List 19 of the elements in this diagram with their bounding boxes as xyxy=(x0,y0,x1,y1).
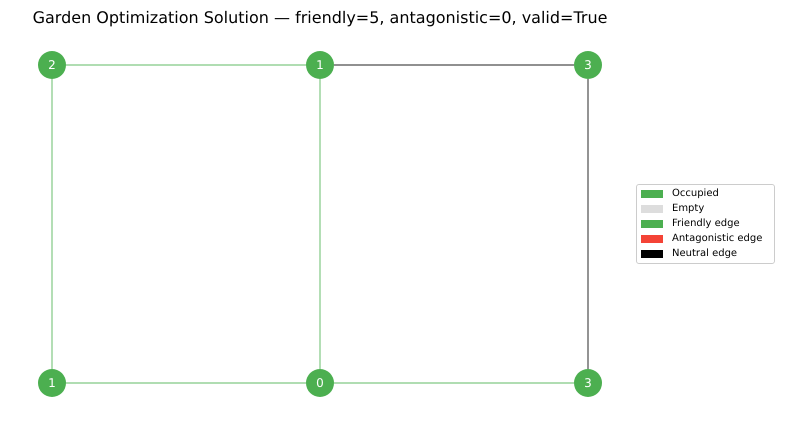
plant-node: 0 xyxy=(306,369,334,397)
plant-node: 1 xyxy=(306,51,334,79)
legend-label: Friendly edge xyxy=(672,217,740,231)
graph-edge xyxy=(319,79,321,369)
graph-edge xyxy=(66,382,306,384)
plant-node: 3 xyxy=(574,51,602,79)
graph-edge xyxy=(334,64,574,66)
chart-title: Garden Optimization Solution — friendly=5, antagonistic=0, valid=True xyxy=(32,7,608,29)
legend-label: Empty xyxy=(672,202,704,216)
plant-node: 1 xyxy=(38,369,66,397)
graph-edge xyxy=(51,79,53,369)
legend-label: Neutral edge xyxy=(672,247,738,261)
graph-edge xyxy=(587,79,589,369)
graph-edge xyxy=(66,64,306,66)
plant-node: 2 xyxy=(38,51,66,79)
legend-label: Occupied xyxy=(672,187,719,201)
graph-edge xyxy=(334,382,574,384)
legend-label: Antagonistic edge xyxy=(672,232,762,246)
plant-node: 3 xyxy=(574,369,602,397)
